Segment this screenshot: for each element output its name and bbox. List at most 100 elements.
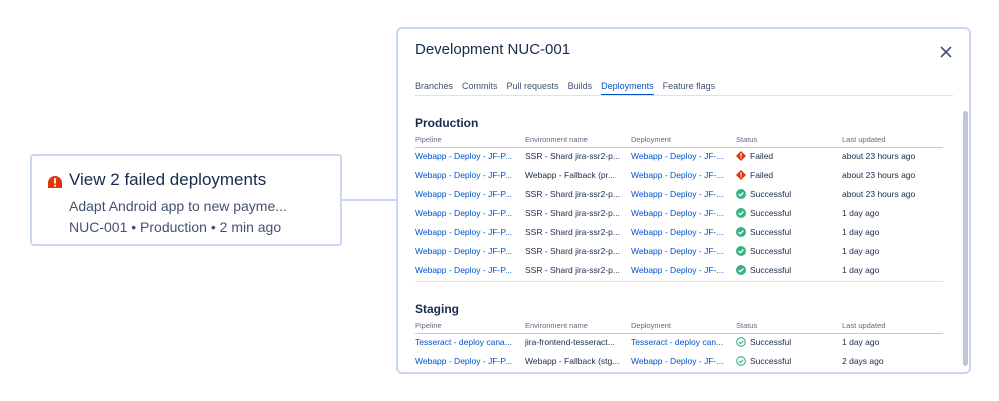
tab-deployments[interactable]: Deployments bbox=[601, 81, 654, 96]
pipeline-link[interactable]: Webapp - Deploy - JF-P... bbox=[415, 170, 513, 180]
column-header-deployment: Deployment bbox=[631, 321, 672, 330]
pipeline-link[interactable]: Tesseract - deploy cana... bbox=[415, 337, 512, 347]
environment-name: SSR - Shard jira-ssr2-p... bbox=[525, 151, 620, 161]
check-circle-filled-icon bbox=[736, 189, 746, 199]
environment-name: jira-frontend-tesseract... bbox=[525, 337, 615, 347]
check-circle-outline-icon bbox=[736, 337, 746, 347]
table-row: Tesseract - deploy cana... jira-frontend-… bbox=[415, 337, 943, 356]
section-title-staging: Staging bbox=[415, 302, 459, 316]
check-circle-filled-icon bbox=[736, 265, 746, 275]
connector-line bbox=[342, 199, 396, 201]
column-header-environment: Environment name bbox=[525, 321, 588, 330]
tab-pull-requests[interactable]: Pull requests bbox=[506, 81, 559, 91]
table-row: Webapp - Deploy - JF-P... SSR - Shard jir… bbox=[415, 151, 943, 170]
check-circle-filled-icon bbox=[736, 246, 746, 256]
status-label: Successful bbox=[750, 208, 792, 218]
deployment-link[interactable]: Webapp - Deploy - JF-... bbox=[631, 151, 724, 161]
last-updated: 2 days ago bbox=[842, 356, 884, 366]
header-divider bbox=[415, 147, 943, 148]
warning-icon bbox=[48, 176, 62, 188]
pipeline-link[interactable]: Webapp - Deploy - JF-P... bbox=[415, 356, 513, 366]
tab-feature-flags[interactable]: Feature flags bbox=[662, 81, 716, 91]
table-row: Webapp - Deploy - JF-P... SSR - Shard jir… bbox=[415, 227, 943, 246]
deployment-link[interactable]: Webapp - Deploy - JF-... bbox=[631, 208, 724, 218]
status-label: Successful bbox=[750, 337, 792, 347]
deployment-link[interactable]: Webapp - Deploy - JF-... bbox=[631, 265, 724, 275]
status-label: Successful bbox=[750, 246, 792, 256]
pipeline-link[interactable]: Webapp - Deploy - JF-P... bbox=[415, 265, 513, 275]
pipeline-link[interactable]: Webapp - Deploy - JF-P... bbox=[415, 227, 513, 237]
deployment-link[interactable]: Webapp - Deploy - JF-... bbox=[631, 227, 724, 237]
table-row: Webapp - Deploy - JF-P... Webapp - Fallba… bbox=[415, 356, 943, 372]
status-badge: Successful bbox=[736, 337, 791, 347]
environment-name: Webapp - Fallback (stg... bbox=[525, 356, 620, 366]
status-label: Failed bbox=[750, 170, 774, 180]
table-row: Webapp - Deploy - JF-P...Webapp - Fallba… bbox=[415, 170, 943, 189]
pipeline-link[interactable]: Webapp - Deploy - JF-P... bbox=[415, 151, 513, 161]
tabs-divider bbox=[415, 95, 953, 96]
table-row: Webapp - Deploy - JF-P... SSR - Shard jir… bbox=[415, 265, 943, 284]
notification-meta: NUC-001 • Production • 2 min ago bbox=[69, 219, 282, 235]
pipeline-link[interactable]: Webapp - Deploy - JF-P... bbox=[415, 208, 513, 218]
column-header-last-updated: Last updated bbox=[842, 321, 886, 330]
last-updated: about 23 hours ago bbox=[842, 170, 916, 180]
last-updated: 1 day ago bbox=[842, 246, 880, 256]
section-divider bbox=[415, 281, 943, 282]
pipeline-link[interactable]: Webapp - Deploy - JF-P... bbox=[415, 246, 513, 256]
tab-commits[interactable]: Commits bbox=[462, 81, 498, 91]
last-updated: about 23 hours ago bbox=[842, 189, 916, 199]
failed-diamond-icon bbox=[736, 151, 746, 161]
status-badge: Successful bbox=[736, 227, 791, 237]
status-label: Failed bbox=[750, 151, 774, 161]
table-row: Webapp - Deploy - JF-P... SSR - Shard jir… bbox=[415, 246, 943, 265]
table-row: Webapp - Deploy - JF-P... SSR - Shard jir… bbox=[415, 189, 943, 208]
status-label: Successful bbox=[750, 227, 792, 237]
column-header-pipeline: Pipeline bbox=[415, 321, 442, 330]
check-circle-filled-icon bbox=[736, 227, 746, 237]
deployment-link[interactable]: Webapp - Deploy - JF-... bbox=[631, 189, 724, 199]
check-circle-outline-icon bbox=[736, 356, 746, 366]
notification-title: View 2 failed deployments bbox=[69, 170, 267, 189]
deployment-link[interactable]: Webapp - Deploy - JF-... bbox=[631, 246, 724, 256]
column-header-status: Status bbox=[736, 321, 758, 330]
failed-diamond-icon bbox=[736, 170, 746, 180]
column-header-deployment: Deployment bbox=[631, 135, 672, 144]
last-updated: 1 day ago bbox=[842, 337, 880, 347]
check-circle-filled-icon bbox=[736, 208, 746, 218]
failed-deployments-notification[interactable]: View 2 failed deployments Adapt Android … bbox=[30, 154, 342, 246]
notification-description: Adapt Android app to new payme... bbox=[69, 198, 287, 214]
table-row: Webapp - Deploy - JF-P... SSR - Shard jir… bbox=[415, 208, 943, 227]
panel-title: Development NUC-001 bbox=[415, 41, 571, 58]
environment-name: SSR - Shard jira-ssr2-p... bbox=[525, 265, 620, 275]
environment-name: SSR - Shard jira-ssr2-p... bbox=[525, 208, 620, 218]
status-label: Successful bbox=[750, 265, 792, 275]
scrollbar[interactable] bbox=[963, 111, 968, 366]
status-badge: Failed bbox=[736, 151, 773, 161]
last-updated: 1 day ago bbox=[842, 227, 880, 237]
deployment-link[interactable]: Webapp - Deploy - JF-... bbox=[631, 356, 724, 366]
status-badge: Failed bbox=[736, 170, 773, 180]
column-header-last-updated: Last updated bbox=[842, 135, 886, 144]
last-updated: about 23 hours ago bbox=[842, 151, 916, 161]
staging-table-header: Pipeline Environment name Deployment Sta… bbox=[415, 321, 943, 333]
status-badge: Successful bbox=[736, 246, 791, 256]
status-badge: Successful bbox=[736, 356, 791, 366]
environment-name: SSR - Shard jira-ssr2-p... bbox=[525, 246, 620, 256]
column-header-status: Status bbox=[736, 135, 758, 144]
status-label: Successful bbox=[750, 189, 792, 199]
environment-name: SSR - Shard jira-ssr2-p... bbox=[525, 227, 620, 237]
pipeline-link[interactable]: Webapp - Deploy - JF-P... bbox=[415, 189, 513, 199]
tab-branches[interactable]: Branches bbox=[415, 81, 454, 91]
close-icon[interactable] bbox=[939, 45, 953, 59]
last-updated: 1 day ago bbox=[842, 265, 880, 275]
column-header-pipeline: Pipeline bbox=[415, 135, 442, 144]
header-divider bbox=[415, 333, 943, 334]
environment-name: SSR - Shard jira-ssr2-p... bbox=[525, 189, 620, 199]
last-updated: 1 day ago bbox=[842, 208, 880, 218]
tab-builds[interactable]: Builds bbox=[567, 81, 593, 91]
deployment-link[interactable]: Webapp - Deploy - JF-... bbox=[631, 170, 724, 180]
development-panel: Development NUC-001 Branches Commits Pul… bbox=[396, 27, 971, 374]
deployment-link[interactable]: Tesseract - deploy can... bbox=[631, 337, 724, 347]
production-table-header: Pipeline Environment name Deployment Sta… bbox=[415, 135, 943, 147]
status-badge: Successful bbox=[736, 265, 791, 275]
